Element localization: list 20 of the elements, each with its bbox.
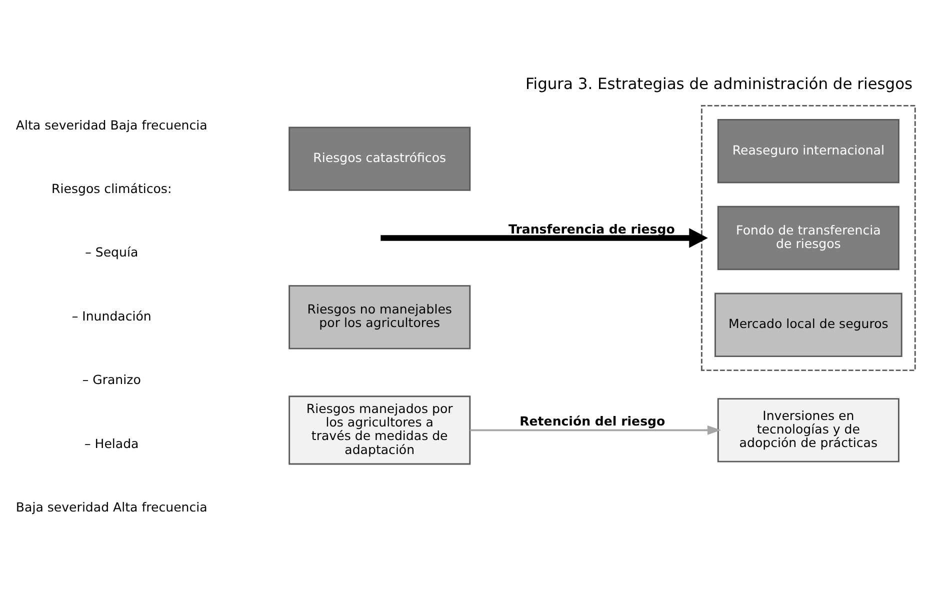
arrow [380,228,708,248]
label: – Helada [84,436,139,451]
node-box: Riesgos no manejables por los agricultores [288,285,471,350]
node-box: Mercado local de seguros [714,292,902,358]
edge-label: Retención del riesgo [520,414,666,429]
arrow [470,425,721,435]
node-box: Riesgos manejados por los agricultores a través de medidas de adaptación [288,396,471,465]
label: – Granizo [82,372,141,388]
cluster [700,104,916,372]
label: Riesgos climáticos: [52,181,172,196]
diagram-title: Figura 3. Estrategias de administración de riesgos [526,75,913,94]
node-box: Fondo de transferencia de riesgos [717,206,900,270]
label: – Inundación [72,308,152,324]
label: Baja severidad Alta frecuencia [16,500,208,515]
node-box: Inversiones en tecnologías y de adopción de prácticas [717,398,900,462]
node-box: Riesgos catastróficos [288,126,471,191]
label: Alta severidad Baja frecuencia [16,117,208,132]
edge-label: Transferencia de riesgo [508,222,675,237]
label: – Sequía [85,244,138,260]
node-box: Reaseguro internacional [717,118,900,184]
